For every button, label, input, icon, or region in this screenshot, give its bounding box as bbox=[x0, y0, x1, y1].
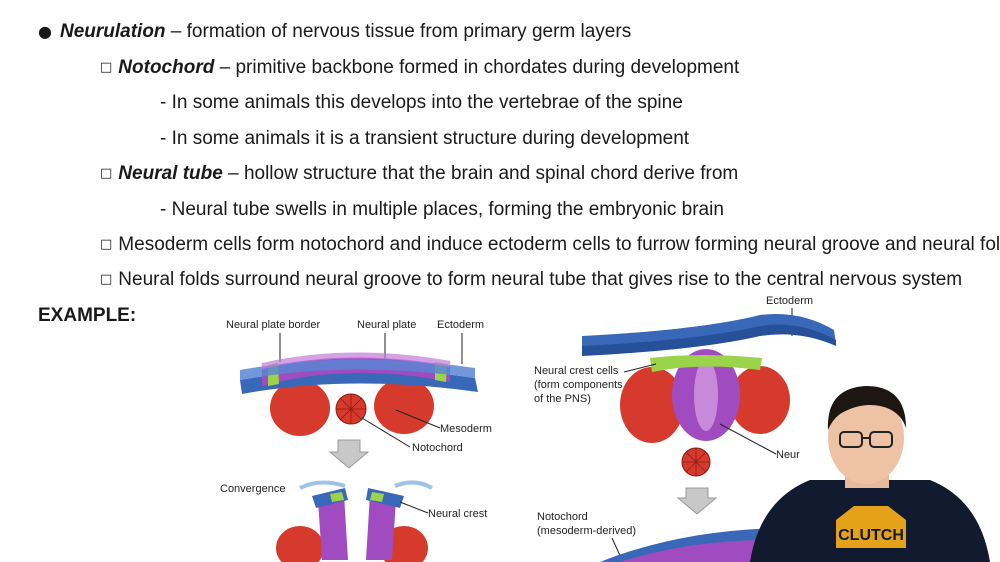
convergence-arrow-left-icon bbox=[299, 480, 346, 490]
term-neural-tube: Neural tube bbox=[118, 163, 223, 184]
label-neural-tube-cut: Neur bbox=[776, 449, 800, 461]
convergence-arrow-right-icon bbox=[394, 480, 434, 490]
right-diagram: Ectoderm Neural crest cells (form compon… bbox=[534, 295, 836, 562]
clutch-logo bbox=[836, 506, 906, 548]
checkbox-square-icon: □ bbox=[100, 166, 113, 181]
glasses-icon bbox=[839, 431, 863, 448]
term-neurulation: Neurulation bbox=[59, 21, 166, 42]
label-notochord: Notochord bbox=[412, 442, 463, 454]
notochord-line: □ Notochord – primitive backbone formed i… bbox=[100, 56, 739, 82]
mesoderm-blob-left bbox=[270, 380, 330, 436]
label-notochord-right: Notochord bbox=[537, 511, 588, 523]
label-ectoderm: Ectoderm bbox=[437, 319, 484, 331]
label-neural-plate: Neural plate bbox=[357, 319, 416, 331]
label-neural-crest-cells: Neural crest cells bbox=[534, 365, 619, 377]
shirt-logo-text: CLUTCH bbox=[838, 527, 904, 544]
bullet-icon: ● bbox=[38, 22, 52, 41]
neural-crest-cells-shape bbox=[650, 355, 762, 372]
neural-tube-line: □ Neural tube – hollow structure that the… bbox=[100, 162, 738, 188]
label-notochord-right-sub: (mesoderm-derived) bbox=[537, 525, 636, 537]
mesoderm-line: □ Mesoderm cells form notochord and induc… bbox=[100, 233, 1000, 259]
neurulation-line: ● Neurulation – formation of nervous tiss… bbox=[38, 20, 631, 44]
left-diagram: Neural plate border Neural plate Ectoder… bbox=[220, 319, 492, 562]
notochord-sub-2: - In some animals it is a transient stru… bbox=[160, 128, 690, 149]
checkbox-square-icon: □ bbox=[100, 272, 113, 287]
label-neural-plate-border: Neural plate border bbox=[226, 319, 321, 331]
label-convergence: Convergence bbox=[220, 483, 285, 495]
label-ectoderm-right: Ectoderm bbox=[766, 295, 813, 307]
neural-folds-line: □ Neural folds surround neural groove to … bbox=[100, 268, 962, 294]
presenter-video: CLUTCH bbox=[750, 386, 990, 562]
notochord-definition: – primitive backbone formed in chordates… bbox=[214, 57, 740, 78]
mesoderm-blob-right bbox=[374, 378, 434, 434]
label-neural-crest-cells-sub2: of the PNS) bbox=[534, 393, 591, 405]
checkbox-square-icon: □ bbox=[100, 237, 113, 252]
neural-fold-right bbox=[366, 494, 396, 560]
neural-tube-sub-1: - Neural tube swells in multiple places,… bbox=[160, 199, 724, 220]
checkbox-square-icon: □ bbox=[100, 60, 113, 75]
neurulation-definition: – formation of nervous tissue from prima… bbox=[165, 21, 632, 42]
term-notochord: Notochord bbox=[118, 57, 215, 78]
mesoderm-blob-right-right bbox=[730, 366, 790, 434]
label-neural-crest: Neural crest bbox=[428, 508, 487, 520]
mesoderm-blob-left-right bbox=[620, 367, 684, 443]
mesoderm-text: Mesoderm cells form notochord and induce… bbox=[118, 234, 1000, 255]
label-neural-crest-cells-sub1: (form components bbox=[534, 379, 623, 391]
example-heading: EXAMPLE: bbox=[38, 305, 137, 326]
neural-tube-definition: – hollow structure that the brain and sp… bbox=[222, 163, 739, 184]
neural-folds-text: Neural folds surround neural groove to f… bbox=[118, 269, 963, 290]
neural-fold-left bbox=[318, 494, 348, 560]
presenter-hair bbox=[827, 386, 906, 430]
down-arrow-icon-right bbox=[676, 487, 718, 515]
notochord-sub-1: - In some animals this develops into the… bbox=[160, 92, 683, 113]
label-mesoderm: Mesoderm bbox=[440, 423, 492, 435]
ectoderm-sheet-right bbox=[582, 314, 836, 350]
down-arrow-icon bbox=[328, 439, 370, 469]
